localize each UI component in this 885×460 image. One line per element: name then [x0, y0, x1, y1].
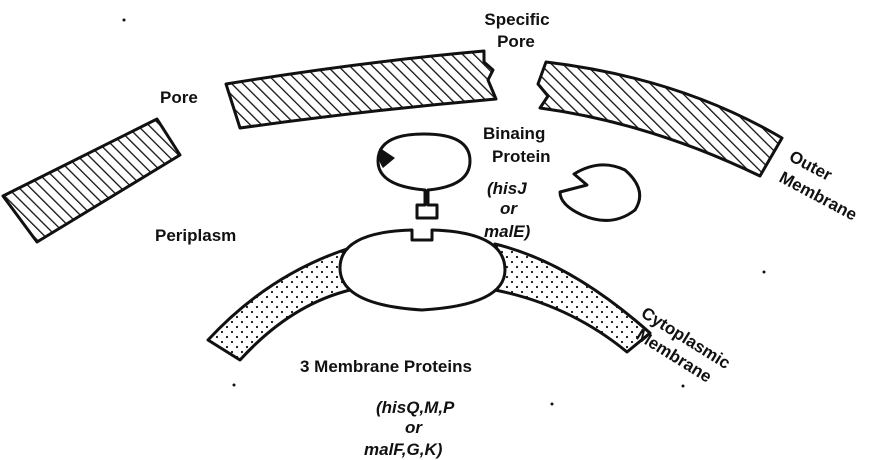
label-pore: Pore — [160, 88, 198, 107]
free-binding-protein — [560, 165, 640, 221]
binding-protein-docking — [378, 134, 470, 218]
speck — [233, 384, 236, 387]
label-hisqmp: (hisQ,M,P — [376, 398, 455, 417]
label-hisj-or: or — [500, 199, 518, 218]
speck — [123, 19, 126, 22]
label-specific-pore-line2: Pore — [497, 32, 535, 51]
outer-membrane-left-segment — [3, 119, 180, 242]
label-genes-or: or — [405, 418, 423, 437]
label-malfgk: malF,G,K) — [364, 440, 443, 459]
label-binding-protein-line2: Protein — [492, 147, 551, 166]
label-membrane-proteins: 3 Membrane Proteins — [300, 357, 472, 376]
speck — [551, 403, 554, 406]
label-specific-pore-line1: Specific — [484, 10, 549, 29]
label-binding-protein-line1: Binaing — [483, 124, 545, 143]
label-periplasm: Periplasm — [155, 226, 236, 245]
label-male: malE) — [484, 222, 531, 241]
label-hisj: (hisJ — [487, 179, 527, 198]
membrane-protein-complex — [340, 230, 505, 310]
speck — [682, 385, 685, 388]
outer-membrane-middle-segment — [226, 51, 496, 128]
speck — [763, 271, 766, 274]
cytoplasmic-membrane-left-band — [208, 247, 353, 360]
outer-membrane-right-segment — [538, 62, 782, 176]
cytoplasmic-membrane-right-band — [495, 244, 650, 352]
